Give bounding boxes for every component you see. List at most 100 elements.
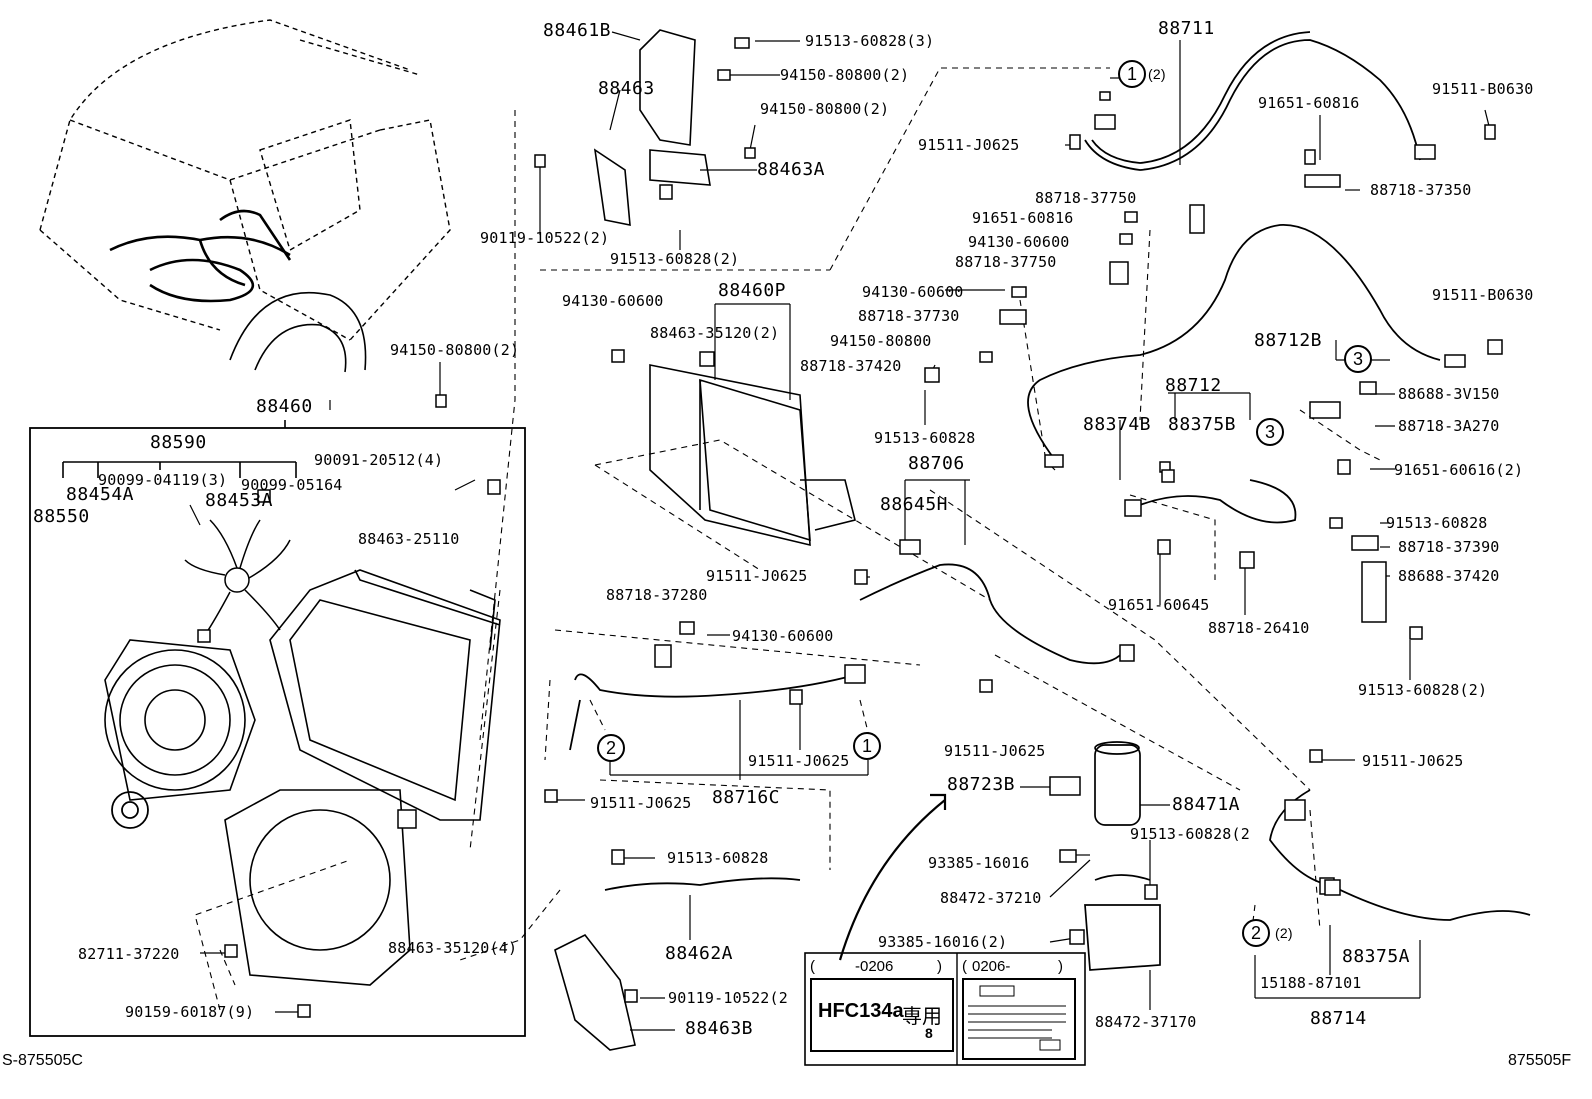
part-label-91511-J0625f: 91511-J0625 (944, 742, 1046, 760)
part-label-94130-60600c: 94130-60600 (562, 292, 664, 310)
wheel-arch-icon (229, 291, 367, 373)
part-label-91511-J0625: 91511-J0625 (918, 136, 1020, 154)
fastener-icons (197, 37, 1503, 1018)
part-label-88463: 88463 (598, 78, 655, 99)
part-label-91513-60828-2b: 91513-60828(2) (1358, 681, 1488, 699)
part-label-90099-04119-3: 90099-04119(3) (98, 471, 228, 489)
part-label-88463A: 88463A (757, 159, 826, 180)
part-label-88688-3V150: 88688-3V150 (1398, 385, 1500, 403)
guide-lines (194, 67, 1381, 1011)
part-label-88460: 88460 (256, 396, 313, 417)
motor-icon (111, 791, 149, 829)
part-label-91513-60828b: 91513-60828 (1386, 514, 1488, 532)
part-label-88453A: 88453A (205, 490, 274, 511)
part-label-91651-60616-2: 91651-60616(2) (1394, 461, 1524, 479)
label-card-right-close: ) (1058, 958, 1063, 975)
part-label-91511-B0630: 91511-B0630 (1432, 80, 1534, 98)
callout-3: 3 (1344, 345, 1372, 373)
dryer-bracket-icon (1084, 874, 1161, 971)
part-label-88462A: 88462A (665, 943, 734, 964)
part-label-88714: 88714 (1310, 1008, 1367, 1029)
callout-1: 1 (1118, 60, 1146, 88)
part-label-88716C: 88716C (712, 787, 781, 808)
part-label-94150-80800-2c: 94150-80800(2) (390, 341, 520, 359)
part-label-88590: 88590 (150, 432, 207, 453)
part-label-88463B: 88463B (685, 1018, 754, 1039)
label-card-left-close: ) (937, 958, 942, 975)
condenser-icon (649, 364, 856, 547)
part-label-88472-37170: 88472-37170 (1095, 1013, 1197, 1031)
part-label-91513-60828: 91513-60828 (874, 429, 976, 447)
label-card-right-bracket: ( (962, 958, 967, 975)
label-card-left-period: -0206 (855, 958, 894, 975)
part-label-88463-25110: 88463-25110 (358, 530, 460, 548)
part-label-91511-J0625c: 91511-J0625 (706, 567, 808, 585)
part-label-88712B: 88712B (1254, 330, 1323, 351)
part-label-91511-J0625d: 91511-J0625 (748, 752, 850, 770)
callout-3b: 3 (1256, 418, 1284, 446)
drawing-code-right: 875505F (1508, 1052, 1572, 1069)
caution-label-card-frame (804, 952, 1086, 1066)
part-label-88718-37750: 88718-37750 (1035, 189, 1137, 207)
hose-88714-icon (1269, 789, 1531, 921)
hose-88711-icon (1084, 31, 1421, 171)
bracket-icon (593, 29, 711, 226)
wire-harness-icon (109, 209, 292, 303)
fan-blade-icon (184, 519, 291, 636)
part-label-91513-60828c: 91513-60828 (667, 849, 769, 867)
part-label-91511-J0625g: 91511-J0625 (1362, 752, 1464, 770)
part-label-88711: 88711 (1158, 18, 1215, 39)
part-label-93385-16016: 93385-16016 (928, 854, 1030, 872)
part-label-88718-3A270: 88718-3A270 (1398, 417, 1500, 435)
part-label-88463-35120-4: 88463-35120(4) (388, 939, 518, 957)
part-label-88718-26410: 88718-26410 (1208, 619, 1310, 637)
refrigerant-type-text: HFC134a (818, 1000, 904, 1022)
part-label-88718-37420: 88718-37420 (800, 357, 902, 375)
callout-1b: 1 (853, 732, 881, 760)
callout-1-qty: (2) (1148, 66, 1166, 82)
fan-shroud-frame-icon (269, 569, 501, 821)
part-label-90159-60187-9: 90159-60187(9) (125, 1003, 255, 1021)
label-card-left-bracket: ( (810, 958, 815, 975)
part-label-91511-J0625e: 91511-J0625 (590, 794, 692, 812)
part-label-88718-37750b: 88718-37750 (955, 253, 1057, 271)
part-label-94150-80800: 94150-80800 (830, 332, 932, 350)
part-label-91511-B0630b: 91511-B0630 (1432, 286, 1534, 304)
leader-lines (189, 31, 1491, 1031)
part-label-88460P: 88460P (718, 280, 787, 301)
part-label-88718-37390: 88718-37390 (1398, 538, 1500, 556)
hose-88462A-icon (604, 877, 801, 891)
part-label-88472-37210: 88472-37210 (940, 889, 1042, 907)
fan-assembly-box (29, 427, 526, 1037)
part-label-88461B: 88461B (543, 20, 612, 41)
part-label-88375B: 88375B (1168, 414, 1237, 435)
vehicle-outline-icon (39, 19, 451, 341)
part-label-91513-60828-3: 91513-60828(3) (805, 32, 935, 50)
part-label-94150-80800-2b: 94150-80800(2) (760, 100, 890, 118)
part-label-90119-10522-2: 90119-10522(2) (480, 229, 610, 247)
part-label-88718-37730: 88718-37730 (858, 307, 960, 325)
hose-88712-icon (1027, 224, 1441, 524)
part-label-91651-60645: 91651-60645 (1108, 596, 1210, 614)
part-label-88706: 88706 (908, 453, 965, 474)
part-label-94130-60600: 94130-60600 (968, 233, 1070, 251)
part-label-94130-60600d: 94130-60600 (732, 627, 834, 645)
drawing-code-left: S-875505C (2, 1052, 83, 1069)
fan-cover-icon (224, 789, 411, 986)
part-label-94130-60600b: 94130-60600 (862, 283, 964, 301)
hose-88716C-icon (569, 673, 856, 751)
part-label-15188-87101: 15188-87101 (1260, 974, 1362, 992)
arrow-icon (838, 799, 946, 961)
part-label-90119-10522-2b: 90119-10522(2 (668, 989, 788, 1007)
part-label-88645H: 88645H (880, 494, 949, 515)
part-label-90099-05164: 90099-05164 (241, 476, 343, 494)
part-label-88688-37420: 88688-37420 (1398, 567, 1500, 585)
part-label-93385-16016-2: 93385-16016(2) (878, 933, 1008, 951)
part-label-91651-60816b: 91651-60816 (972, 209, 1074, 227)
callout-2b: 2 (1242, 919, 1270, 947)
refrigerant-suffix-text: 専用 (902, 1006, 942, 1028)
spec-label-lines-icon (968, 985, 1066, 1051)
part-label-91513-60828-2: 91513-60828(2) (610, 250, 740, 268)
part-label-88718-37350: 88718-37350 (1370, 181, 1472, 199)
